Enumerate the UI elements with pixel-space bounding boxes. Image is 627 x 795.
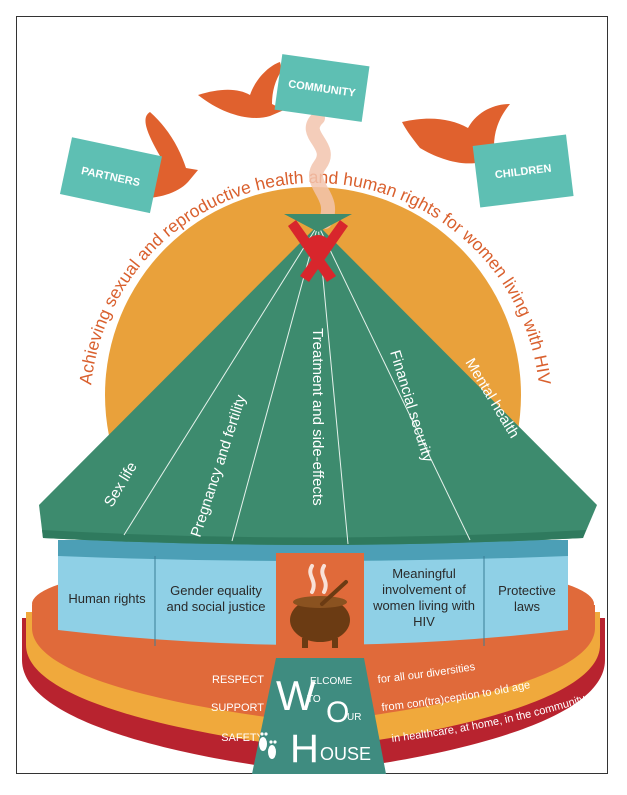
sign-o: O — [326, 696, 349, 729]
red-ribbon-icon — [288, 220, 348, 282]
cooking-pot-icon — [290, 580, 350, 648]
welcome-sign: W ELCOME TO O UR H OUSE — [252, 658, 386, 774]
partners-box: PARTNERS — [59, 137, 163, 214]
roof-eave-shadow — [42, 530, 586, 545]
sign-ur: UR — [347, 712, 361, 723]
footprints-icon — [259, 732, 277, 759]
smoke — [305, 111, 336, 229]
sign-ouse: OUSE — [320, 744, 371, 764]
children-box: CHILDREN — [472, 134, 574, 208]
wall-meaningful-involvement: Meaningful involvement of women living w… — [373, 566, 475, 629]
wall-protective-laws: Protective laws — [498, 583, 556, 614]
wall-top-shadow — [58, 540, 568, 561]
wall-human-rights: Human rights — [68, 591, 146, 606]
respect-label: RESPECT — [212, 674, 264, 686]
steam — [308, 564, 328, 594]
community-box: COMMUNITY — [274, 54, 370, 122]
roof-top — [284, 214, 352, 232]
support-label: SUPPORT — [211, 702, 264, 714]
sign-h: H — [290, 727, 319, 771]
sign-to: TO — [307, 694, 321, 705]
roof-label-treatment: Treatment and side-effects — [309, 328, 326, 506]
wall-gender-equality: Gender equality and social justice — [166, 583, 266, 614]
safety-label: SAFETY — [221, 732, 264, 744]
bird-center — [198, 62, 284, 118]
roof — [39, 225, 597, 505]
sign-w: W — [276, 672, 316, 719]
sign-elcome: ELCOME — [310, 676, 353, 687]
